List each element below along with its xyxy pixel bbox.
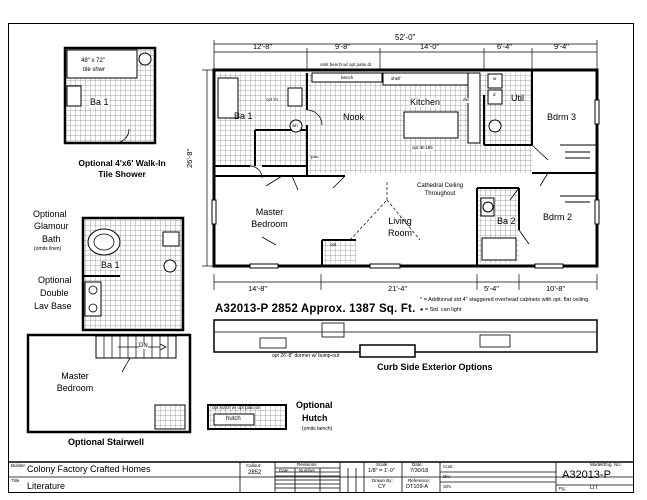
title-block-grid (8, 461, 634, 493)
stair-room: Master Bedroom (56, 371, 94, 394)
scale-label: Scale: (376, 462, 389, 467)
room-nook: Nook (343, 112, 365, 122)
room-living: Living Room (387, 216, 412, 238)
top-dimension-lines (213, 40, 598, 70)
model-value: A32013-P (562, 469, 611, 481)
bench-label: bench (341, 75, 354, 81)
glamour-room: Ba 1 (101, 260, 120, 270)
dim-bottom-2: 21'-4" (388, 284, 408, 293)
shelf-label: shelf (391, 76, 401, 82)
overall-depth-dim: 26'-8" (185, 148, 194, 168)
walkin-spec-2: tile shwr (83, 67, 106, 73)
builder-label: Builder (11, 463, 26, 468)
callout-label: Callout: (246, 463, 262, 468)
rev-date-col: Date (279, 468, 289, 473)
cathedral-note: Cathedral Ceiling Throughout (416, 183, 464, 197)
pan-label: pan (311, 154, 319, 160)
hutch-label: hutch (226, 416, 241, 422)
model-sqft-line: A32013-P 2852 Approx. 1387 Sq. Ft. (215, 303, 416, 315)
ref-value: DT109-A (406, 484, 429, 490)
room-ba2: Ba 2 (497, 216, 516, 226)
pg-value: LIT (590, 485, 598, 491)
dryer-label: d (493, 92, 496, 97)
date-value: 7/30/18 (410, 468, 429, 474)
cathedral-ceiling-lines (349, 180, 421, 241)
exterior-elevation (213, 319, 598, 358)
dim-top-2: 9'-8" (335, 42, 350, 51)
div-label: Div: (443, 474, 451, 479)
dim-top-4: 6'-4" (497, 42, 512, 51)
hutch-title-2: Hutch (302, 413, 328, 423)
title-label: Title (11, 478, 20, 483)
lav-title-3: Lav Base (34, 301, 72, 311)
drawn-label: Drawn By: (372, 478, 393, 483)
rev-number-col: Number (299, 468, 316, 473)
title-value: Literature (27, 481, 66, 491)
room-bdrm2: Bdrm 2 (543, 212, 573, 222)
bottom-dimension-lines (213, 274, 598, 290)
hutch-option (207, 404, 287, 430)
overall-width-dim: 52'-0" (395, 33, 416, 42)
walkin-shower-option (63, 46, 157, 145)
dw-label: dw (463, 97, 469, 103)
dim-bottom-1: 14'-8" (248, 284, 268, 293)
room-bdrm3: Bdrm 3 (547, 112, 577, 122)
glamour-title-2: Glamour (34, 221, 69, 231)
note-can-light: ● = Std. can light (420, 307, 462, 313)
glamour-bath-option (81, 216, 185, 332)
dim-bottom-3: 5'-4" (484, 284, 499, 293)
stair-dn: DN (139, 343, 148, 349)
washer-label: w (493, 76, 497, 81)
lav-title-2: Double (40, 288, 69, 298)
note-cabinets: * = Additional std 4" staggered overhead… (420, 297, 589, 303)
drawing-sheet (8, 23, 634, 493)
walkin-title: Optional 4'x6' Walk-In Tile Shower (78, 158, 166, 179)
scale-value: 1/8" = 1'-0" (368, 468, 395, 474)
pg-label: Pg.: (559, 486, 568, 491)
glamour-title-3: Bath (42, 234, 61, 244)
opt-lin-label: opt lin (266, 97, 279, 103)
hutch-note: opt hutch w/ opt patio dr (212, 405, 261, 410)
date-label: Date: (412, 462, 423, 467)
walkin-spec-1: 48" x 72" (81, 58, 105, 64)
drawn-value: CY (378, 484, 386, 490)
stairwell-option (26, 333, 192, 434)
dim-top-5: 9'-4" (554, 42, 569, 51)
sn-label: S/N: (443, 484, 452, 489)
glamour-title-1: Optional (33, 209, 67, 219)
builder-name: Colony Factory Crafted Homes (27, 464, 151, 474)
room-master: Master Bedroom (251, 207, 288, 229)
dim-top-1: 12'-8" (253, 42, 273, 51)
hutch-title-1: Optional (296, 400, 333, 410)
dormer-note: opt 26'-8" dormer w/ bump-out (272, 353, 340, 359)
opt-ib-label: opt IB-185 (412, 145, 433, 151)
hutch-sub: (omits bench) (302, 426, 333, 432)
lav-title-1: Optional (38, 275, 72, 285)
callout-value: 2852 (248, 470, 262, 476)
kitchen-island (403, 111, 459, 139)
room-util: Util (511, 93, 524, 103)
ref-label: Reference: (408, 478, 431, 483)
stairwell-title: Optional Stairwell (68, 437, 145, 447)
revisions-label: Revisions (297, 462, 317, 467)
room-ba1: Ba 1 (234, 111, 253, 121)
walkin-room: Ba 1 (90, 97, 109, 107)
wh-label: wh (292, 123, 298, 128)
cust-label: Cust.: (443, 464, 455, 469)
room-kitchen: Kitchen (410, 97, 441, 107)
dim-top-3: 14'-0" (420, 42, 440, 51)
omit-bench-note: omit bench w/ opt patio dr (320, 62, 372, 67)
glamour-sub: (omits linen) (34, 246, 62, 252)
exterior-options-title: Curb Side Exterior Options (377, 362, 493, 372)
dim-bottom-4: 10'-8" (546, 284, 566, 293)
model-label: Model/Eng. No.: (590, 462, 623, 467)
opt-label: opt (330, 242, 337, 247)
